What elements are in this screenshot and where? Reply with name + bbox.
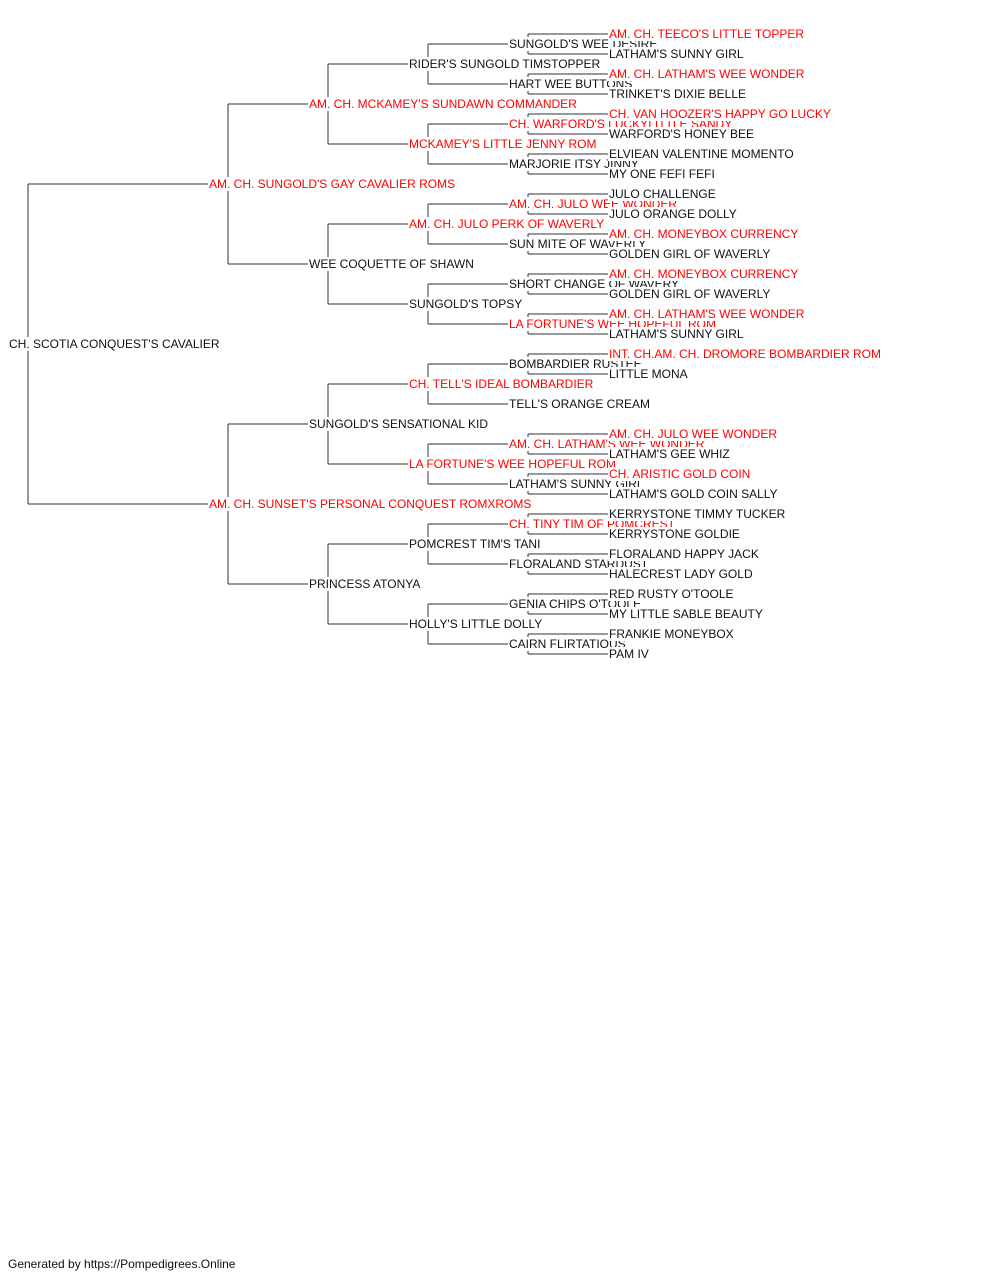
ancestor-name: CAIRN FLIRTATIOUS: [508, 637, 627, 651]
ancestor-name: FLORALAND HAPPY JACK: [608, 547, 760, 561]
ancestor-name: POMCREST TIM'S TANI: [408, 537, 542, 551]
ancestor-name: AM. CH. TEECO'S LITTLE TOPPER: [608, 27, 806, 41]
ancestor-name: HOLLY'S LITTLE DOLLY: [408, 617, 544, 631]
ancestor-name: AM. CH. LATHAM'S WEE WONDER: [608, 67, 806, 81]
ancestor-name: AM. CH. LATHAM'S WEE WONDER: [608, 307, 806, 321]
ancestor-name: MARJORIE ITSY JINNY: [508, 157, 640, 171]
ancestor-name: MY ONE FEFI FEFI: [608, 167, 716, 181]
subject-dog-name: CH. SCOTIA CONQUEST'S CAVALIER: [8, 337, 221, 351]
ancestor-name: HALECREST LADY GOLD: [608, 567, 754, 581]
ancestor-name: AM. CH. JULO WEE WONDER: [608, 427, 779, 441]
ancestor-name: AM. CH. MCKAMEY'S SUNDAWN COMMANDER: [308, 97, 578, 111]
ancestor-name: LITTLE MONA: [608, 367, 689, 381]
ancestor-name: LATHAM'S SUNNY GIRL: [608, 47, 745, 61]
ancestor-name: SUNGOLD'S SENSATIONAL KID: [308, 417, 489, 431]
ancestor-name: ELVIEAN VALENTINE MOMENTO: [608, 147, 795, 161]
ancestor-name: LATHAM'S SUNNY GIRL: [608, 327, 745, 341]
ancestor-name: SUNGOLD'S TOPSY: [408, 297, 524, 311]
ancestor-name: LA FORTUNE'S WEE HOPEFUL ROM: [408, 457, 617, 471]
ancestor-name: KERRYSTONE GOLDIE: [608, 527, 741, 541]
ancestor-name: RED RUSTY O'TOOLE: [608, 587, 735, 601]
ancestor-name: PRINCESS ATONYA: [308, 577, 422, 591]
ancestor-name: WEE COQUETTE OF SHAWN: [308, 257, 475, 271]
ancestor-name: HART WEE BUTTONS: [508, 77, 634, 91]
ancestor-name: GOLDEN GIRL OF WAVERLY: [608, 287, 772, 301]
ancestor-name: WARFORD'S HONEY BEE: [608, 127, 755, 141]
parent-name: AM. CH. SUNGOLD'S GAY CAVALIER ROMS: [208, 177, 457, 191]
ancestor-name: AM. CH. MONEYBOX CURRENCY: [608, 267, 800, 281]
ancestor-name: TRINKET'S DIXIE BELLE: [608, 87, 747, 101]
ancestor-name: RIDER'S SUNGOLD TIMSTOPPER: [408, 57, 602, 71]
ancestor-name: AM. CH. MONEYBOX CURRENCY: [608, 227, 800, 241]
generated-by-footer: Generated by https://Pompedigrees.Online: [8, 1257, 236, 1271]
ancestor-name: FRANKIE MONEYBOX: [608, 627, 735, 641]
ancestor-name: CH. ARISTIC GOLD COIN: [608, 467, 752, 481]
ancestor-name: AM. CH. JULO PERK OF WAVERLY: [408, 217, 606, 231]
ancestor-name: TELL'S ORANGE CREAM: [508, 397, 651, 411]
ancestor-name: MCKAMEY'S LITTLE JENNY ROM: [408, 137, 598, 151]
ancestor-name: LATHAM'S GEE WHIZ: [608, 447, 731, 461]
ancestor-name: MY LITTLE SABLE BEAUTY: [608, 607, 764, 621]
ancestor-name: PAM IV: [608, 647, 650, 661]
ancestor-name: CH. TELL'S IDEAL BOMBARDIER: [408, 377, 595, 391]
ancestor-name: CH. VAN HOOZER'S HAPPY GO LUCKY: [608, 107, 832, 121]
ancestor-name: INT. CH.AM. CH. DROMORE BOMBARDIER ROM: [608, 347, 883, 361]
ancestor-name: JULO ORANGE DOLLY: [608, 207, 738, 221]
parent-name: AM. CH. SUNSET'S PERSONAL CONQUEST ROMXR…: [208, 497, 533, 511]
ancestor-name: GOLDEN GIRL OF WAVERLY: [608, 247, 772, 261]
ancestor-name: LATHAM'S GOLD COIN SALLY: [608, 487, 779, 501]
ancestor-name: KERRYSTONE TIMMY TUCKER: [608, 507, 787, 521]
ancestor-name: JULO CHALLENGE: [608, 187, 717, 201]
